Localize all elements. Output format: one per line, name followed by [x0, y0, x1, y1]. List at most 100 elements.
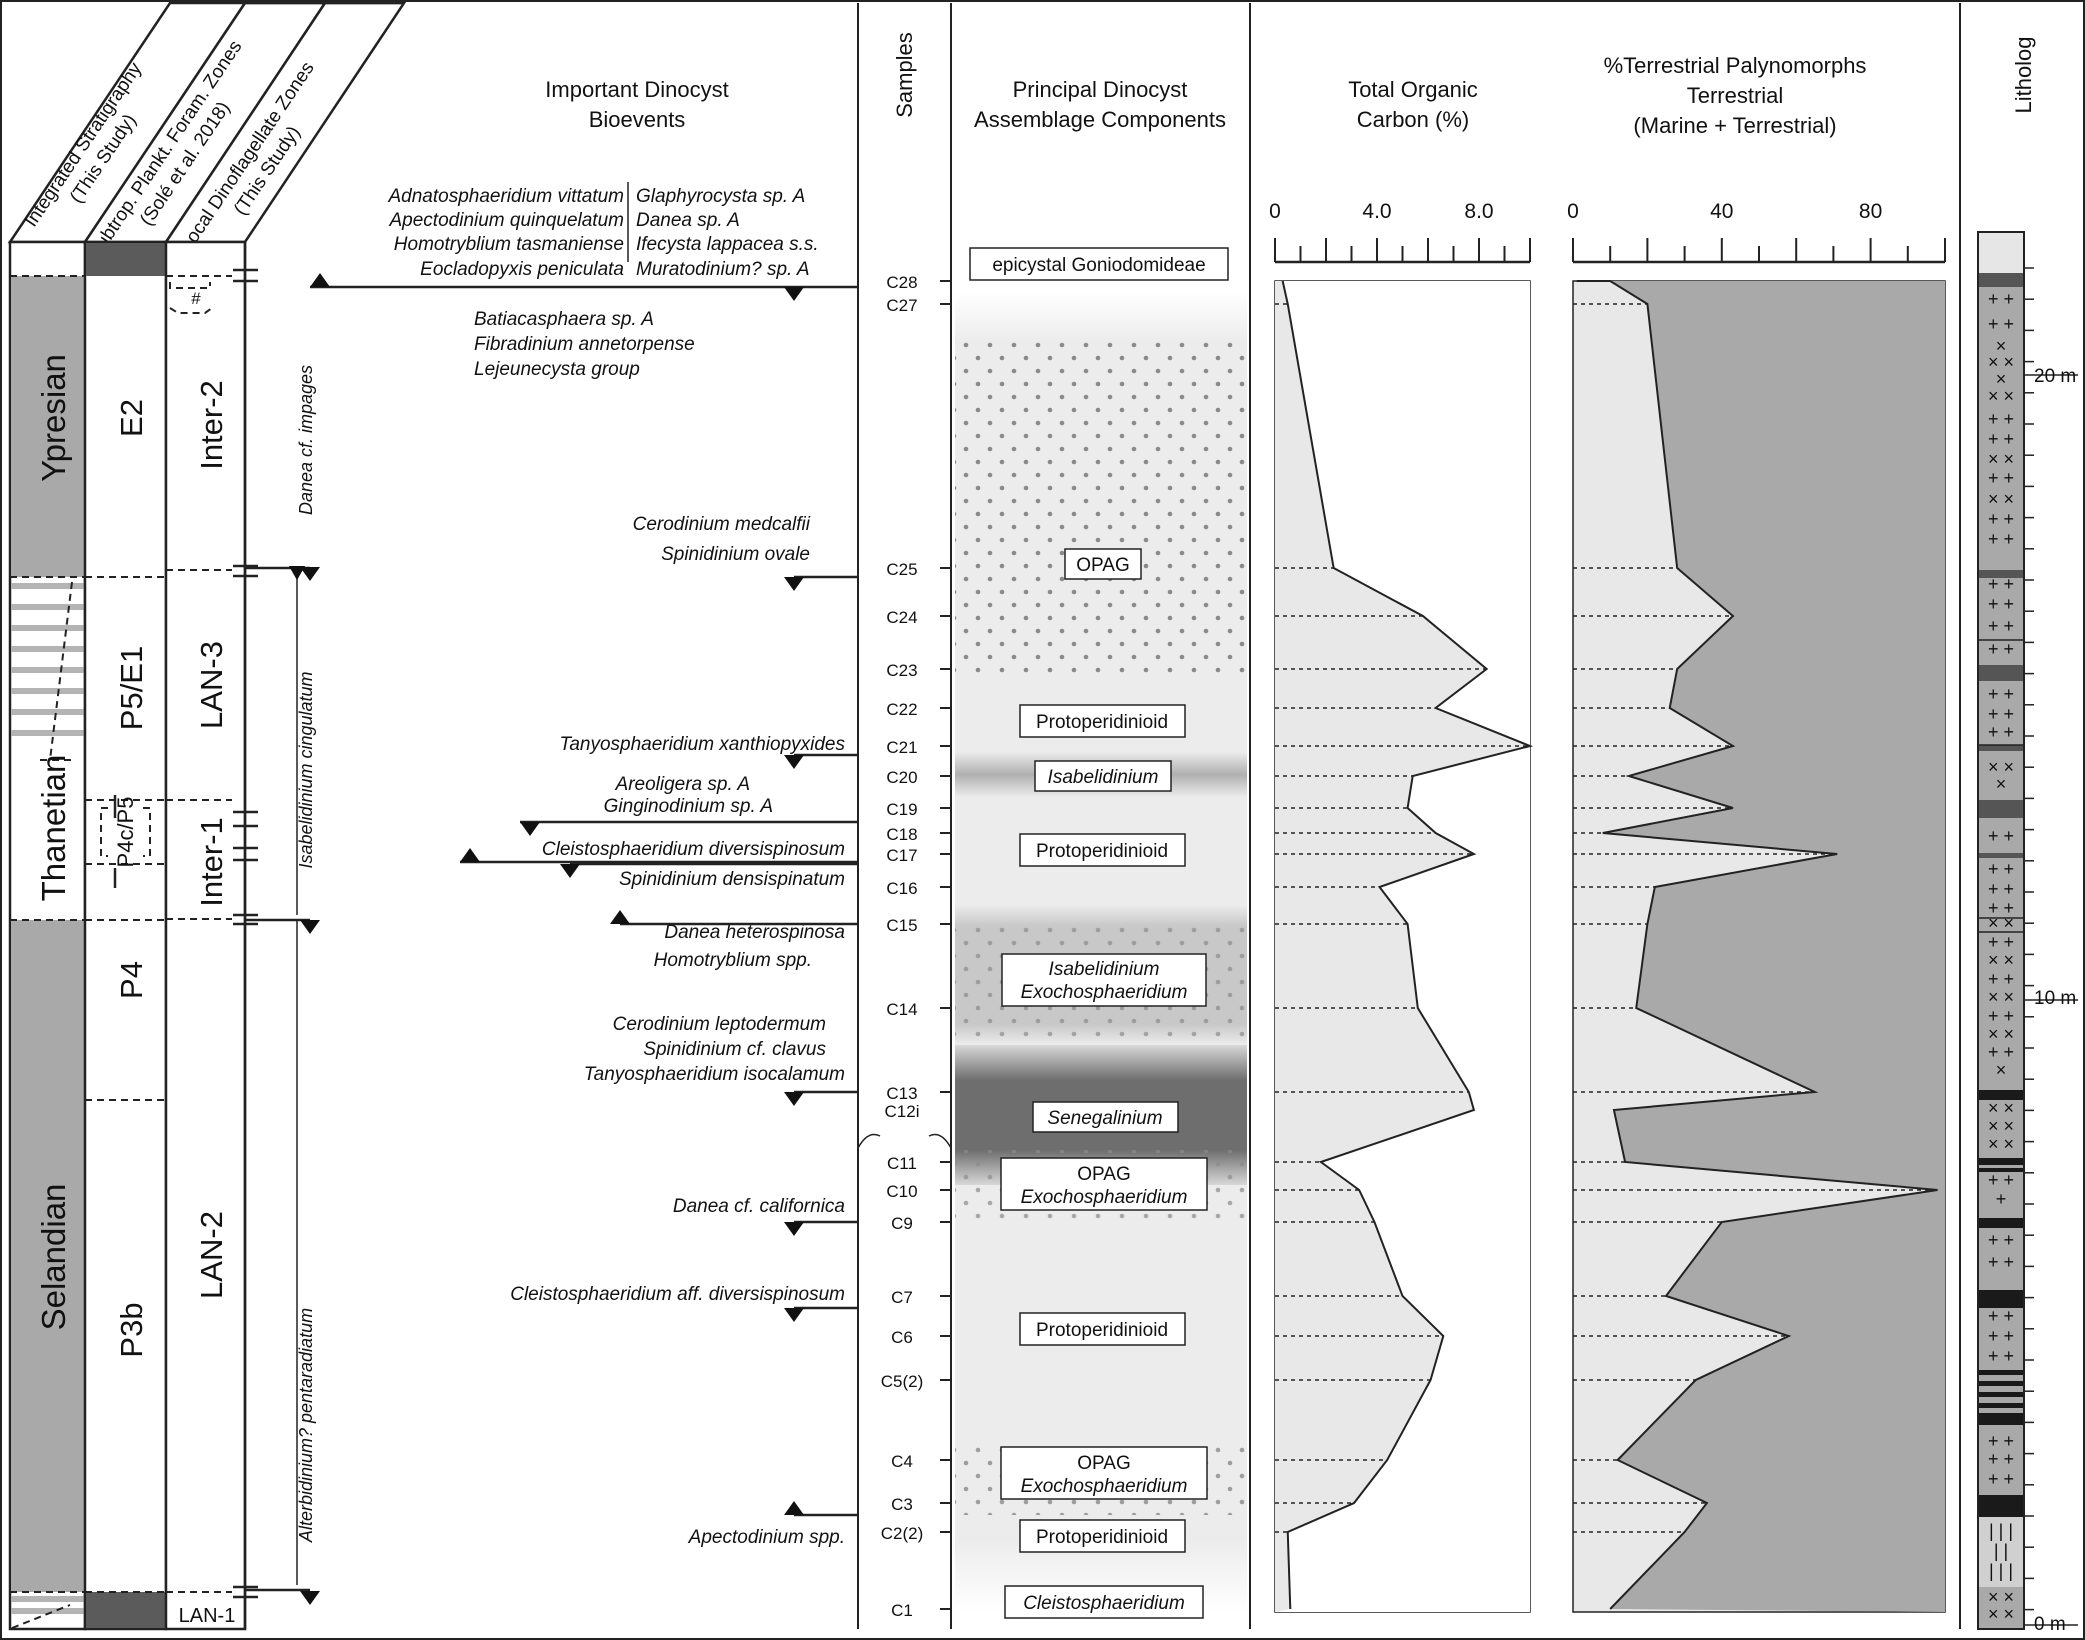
range-taxa: Danea cf. impages Isabelidinium cingulat…: [245, 365, 320, 1605]
sample-label: C17: [886, 846, 917, 865]
litho-symbol: + +: [1988, 1306, 2014, 1326]
bioevent-text: Fibradinium annetorpense: [474, 334, 695, 355]
litho-symbol: × ×: [1988, 1134, 2014, 1154]
integrated-stratigraphy-column: Integrated Stratigraphy (This Study) Ypr…: [7, 1, 248, 1631]
bioevent-text: Homotryblium spp.: [654, 950, 812, 971]
sample-label: C23: [886, 661, 917, 680]
bioevent-text: Danea heterospinosa: [664, 922, 845, 943]
dino-zone-inter-1: Inter-1: [194, 817, 229, 907]
depth-label-0m: 0 m: [2034, 1614, 2066, 1635]
bioevent-text: Spinidinium densispinatum: [619, 869, 845, 890]
toc-series-line: [1281, 280, 1534, 1610]
sample-label: C14: [886, 1000, 917, 1019]
sample-label: C22: [886, 700, 917, 719]
terr-tick-label: 0: [1567, 200, 1579, 223]
sample-label: C12i: [885, 1102, 920, 1121]
assemblage-label: Isabelidinium: [1048, 767, 1159, 788]
sample-label: C20: [886, 768, 917, 787]
bioevent-text: Glaphyrocysta sp. A: [636, 186, 805, 207]
assemblage-label: Exochosphaeridium: [1021, 1187, 1188, 1208]
assemblage-label: Protoperidinioid: [1036, 1527, 1168, 1548]
foram-zone-p5e1: P5/E1: [114, 646, 149, 730]
litho-symbol: × ×: [1988, 386, 2014, 406]
terr-terrestrial-area: [1576, 281, 1945, 1612]
sample-label: C24: [886, 608, 917, 627]
bioevent-text: Ifecysta lappacea s.s.: [636, 234, 819, 255]
assemblage-label: Exochosphaeridium: [1021, 982, 1188, 1003]
terr-tick-label: 80: [1859, 200, 1882, 223]
bioevent-text: Ginginodinium sp. A: [604, 796, 773, 817]
bioevent-text: Cleistosphaeridium aff. diversispinosum: [510, 1284, 845, 1305]
sample-label: C25: [886, 560, 917, 579]
sample-label: C6: [891, 1328, 913, 1347]
bioevent-text: Cerodinium medcalfii: [633, 514, 811, 535]
bioevent-text: Muratodinium? sp. A: [636, 259, 810, 280]
bioevents-header-line1: Important Dinocyst: [545, 77, 728, 102]
dino-zone-lan-1: LAN-1: [179, 1605, 236, 1627]
foram-zone-p3b: P3b: [114, 1302, 149, 1357]
foram-zone-p4c-p5: P4c/P5: [113, 797, 138, 868]
dino-zone-column: Local Dinoflagellate Zones (This Study) …: [163, 1, 407, 1631]
bioevents-header-line2: Bioevents: [589, 107, 686, 132]
litho-symbol: | |: [1994, 1541, 2008, 1561]
toc-tick-label: 8.0: [1464, 200, 1493, 223]
assemblage-label: Protoperidinioid: [1036, 712, 1168, 733]
depth-label-10m: 10 m: [2034, 988, 2076, 1009]
sample-label: C16: [886, 879, 917, 898]
litho-symbol: × ×: [1988, 950, 2014, 970]
litho-symbol: + +: [1988, 826, 2014, 846]
assemblage-label: OPAG: [1077, 1164, 1131, 1185]
litho-symbol: + +: [1988, 1170, 2014, 1190]
terrestrial-panel: %Terrestrial Palynomorphs Terrestrial (M…: [1567, 53, 1946, 1613]
assemblage-label: epicystal Goniodomideae: [992, 255, 1205, 276]
bioevent-text: Lejeunecysta group: [474, 359, 640, 380]
toc-tick-label: 0: [1269, 200, 1281, 223]
bioevent-text: Batiacasphaera sp. A: [474, 309, 654, 330]
litho-symbol: + +: [1988, 509, 2014, 529]
foram-zone-p4: P4: [114, 961, 149, 999]
litholog-header: Litholog: [2011, 36, 2036, 113]
sample-label: C9: [891, 1214, 913, 1233]
litho-symbol: × ×: [1988, 757, 2014, 777]
assemblage-label: Cleistosphaeridium: [1023, 1593, 1185, 1614]
bioevent-text: Cerodinium leptodermum: [613, 1014, 826, 1035]
litho-symbol: + +: [1988, 898, 2014, 918]
bioevent-text: Apectodinium quinquelatum: [389, 210, 625, 231]
stage-selandian: Selandian: [35, 1184, 72, 1331]
bioevent-text: Apectodinium spp.: [688, 1527, 845, 1548]
toc-header-line1: Total Organic: [1348, 77, 1478, 102]
bioevent-text: Spinidinium cf. clavus: [643, 1039, 826, 1060]
litho-symbol: + +: [1988, 1252, 2014, 1272]
dino-zone-inter-2: Inter-2: [194, 380, 229, 470]
litho-symbol: + +: [1988, 1042, 2014, 1062]
assemblage-label: Senegalinium: [1047, 1108, 1162, 1129]
litho-symbol: + +: [1988, 932, 2014, 952]
sample-label: C2(2): [881, 1524, 924, 1543]
litho-symbol: + +: [1988, 1431, 2014, 1451]
litho-symbol: | | |: [1989, 1561, 2013, 1581]
dino-zone-lan-2: LAN-2: [194, 1211, 229, 1299]
litho-symbol: × ×: [1988, 913, 2014, 933]
litho-symbol: + +: [1988, 639, 2014, 659]
foram-zone-column: Subtrop. Plankt. Foram. Zones (Solé et a…: [82, 1, 328, 1631]
depth-label-20m: 20 m: [2034, 366, 2076, 387]
sample-label: C10: [886, 1182, 917, 1201]
sample-label: C7: [891, 1288, 913, 1307]
litho-symbol: + +: [1988, 429, 2014, 449]
terr-tick-label: 40: [1710, 200, 1733, 223]
sample-label: C4: [891, 1452, 913, 1471]
litho-symbol: ×: [1996, 336, 2007, 356]
range-taxon-isabelidinium: Isabelidinium cingulatum: [296, 671, 316, 868]
sample-label: C27: [886, 296, 917, 315]
litho-symbol: + +: [1988, 529, 2014, 549]
bioevent-text: Tanyosphaeridium isocalamum: [584, 1064, 845, 1085]
litho-symbol: + +: [1988, 289, 2014, 309]
terr-header-line2: Terrestrial: [1687, 83, 1784, 108]
litho-symbol: ×: [1996, 774, 2007, 794]
bioevents-column: Important Dinocyst Bioevents Adnatosphae…: [310, 77, 858, 1548]
stage-ypresian: Ypresian: [35, 354, 72, 482]
litho-symbol: + +: [1988, 1346, 2014, 1366]
litho-symbol: + +: [1988, 409, 2014, 429]
